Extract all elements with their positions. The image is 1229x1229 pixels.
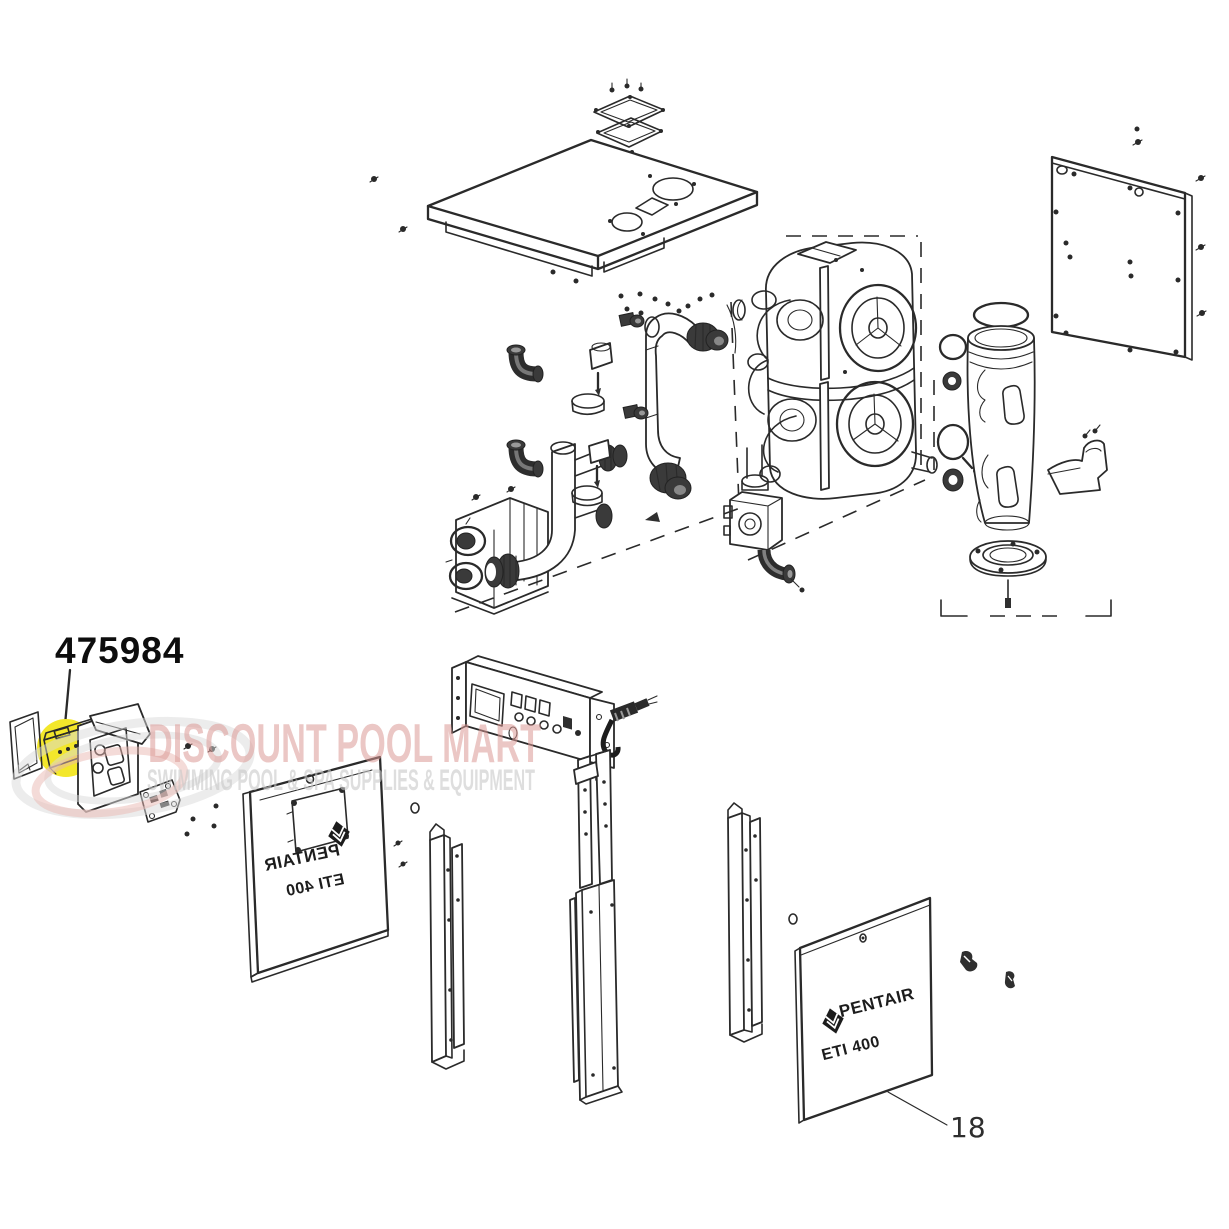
watermark-swirl-outer (11, 716, 255, 820)
watermark: DISCOUNT POOL MART SWIMMING POOL & SPA S… (11, 712, 541, 820)
street-elbow-fitting (506, 344, 544, 383)
ref-number-label: 18 (950, 1111, 986, 1144)
ref-leader-line (887, 1091, 948, 1126)
pentair-logo-icon-mirrored (328, 821, 350, 847)
door-latch-brackets (861, 936, 1015, 989)
pentair-logo-icon (822, 1008, 844, 1034)
top-lid-panel (369, 78, 759, 284)
part-number-label: 475984 (55, 630, 184, 671)
watermark-swirl-inner (44, 731, 222, 805)
cabinet-post-middle (569, 749, 623, 1105)
flue-pipe-assembly (933, 301, 1112, 617)
gas-valve-assembly (723, 444, 805, 593)
lid-gasket-frames (593, 78, 665, 154)
door-panel-back-view: PENTAIR ETI 400 (242, 755, 390, 983)
plumbing-manifold-assembly (445, 312, 729, 615)
electrical-control-bracket (451, 655, 658, 786)
loose-screws-center (393, 802, 420, 868)
power-cord (600, 695, 658, 758)
cabinet-post-right (727, 802, 763, 1043)
cabinet-post-left (429, 823, 465, 1070)
heat-exchanger-assembly (618, 235, 938, 506)
street-elbow-fitting (506, 439, 544, 478)
watermark-title: DISCOUNT POOL MART (148, 712, 541, 774)
dashed-boundary-lines (454, 479, 926, 613)
pipe-fitting (618, 312, 645, 328)
pipe-fitting (622, 404, 649, 420)
watermark-subtitle: SWIMMING POOL & SPA SUPPLIES & EQUIPMENT (147, 764, 535, 797)
watermark-swirl-accent (31, 746, 189, 818)
front-door-panel: PENTAIR ETI 400 18 (788, 896, 986, 1144)
right-side-panel (1050, 126, 1207, 361)
